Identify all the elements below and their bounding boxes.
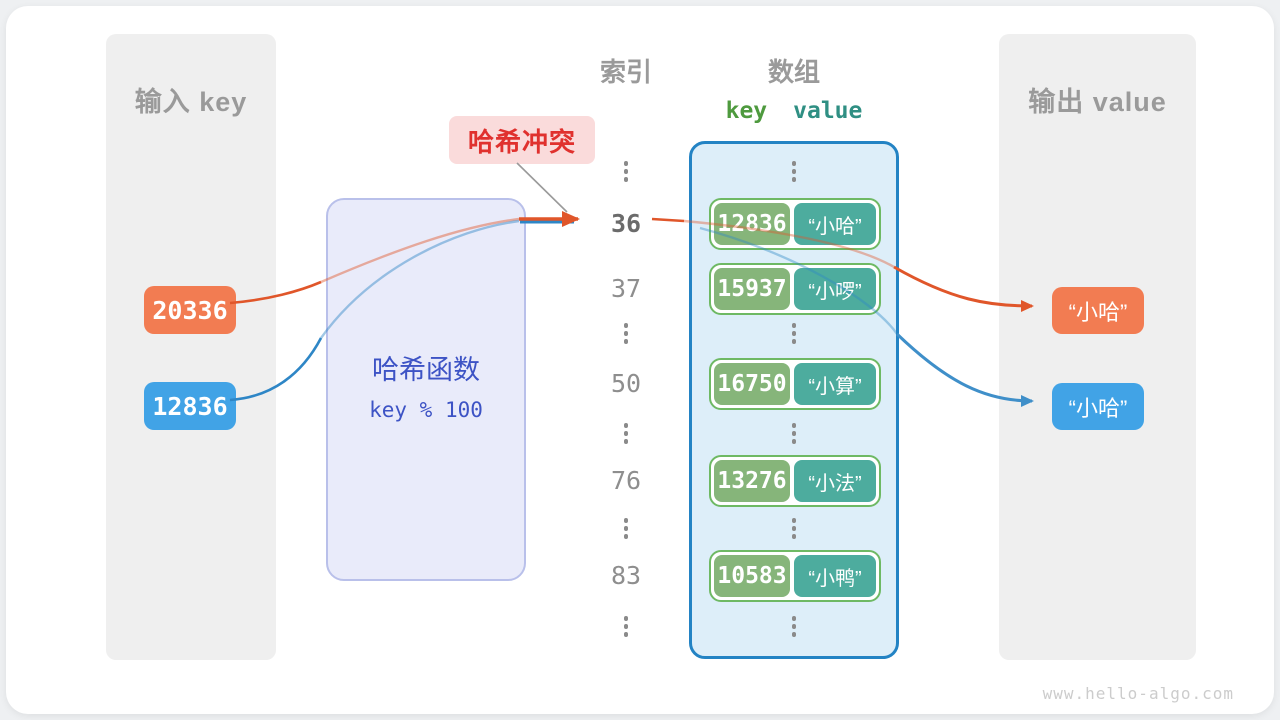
hash-collision-label: 哈希冲突	[449, 116, 595, 164]
array-row-83: 10583 “小鸭”	[709, 550, 881, 602]
input-panel-title: 输入 key	[134, 87, 248, 117]
array-ellipsis	[791, 161, 797, 182]
output-panel-title: 输出 value	[1028, 87, 1167, 117]
index-76: 76	[610, 466, 642, 495]
index-ellipsis	[623, 518, 629, 539]
array-value-cell: “小算”	[794, 363, 876, 405]
array-value-cell: “小啰”	[794, 268, 876, 310]
array-row-50: 16750 “小算”	[709, 358, 881, 410]
array-value-cell: “小哈”	[794, 203, 876, 245]
index-ellipsis	[623, 423, 629, 444]
key-header-label: key	[725, 98, 768, 124]
array-value-cell: “小法”	[794, 460, 876, 502]
index-83: 83	[610, 561, 642, 590]
watermark: www.hello-algo.com	[1042, 684, 1234, 703]
array-row-76: 13276 “小法”	[709, 455, 881, 507]
value-header-label: value	[793, 98, 863, 124]
index-column-header: 索引	[599, 57, 652, 87]
output-value-panel: 输出 value	[999, 34, 1196, 660]
array-key-cell: 12836	[714, 203, 790, 245]
hash-function-title: 哈希函数	[372, 355, 480, 385]
array-column-header: 数组	[767, 57, 820, 87]
array-ellipsis	[791, 518, 797, 539]
array-key-cell: 15937	[714, 268, 790, 310]
input-key-panel: 输入 key	[106, 34, 276, 660]
array-ellipsis	[791, 616, 797, 637]
output-value-orange: “小哈”	[1052, 287, 1144, 334]
array-key-cell: 16750	[714, 363, 790, 405]
array-row-37: 15937 “小啰”	[709, 263, 881, 315]
index-ellipsis	[623, 616, 629, 637]
output-value-blue: “小哈”	[1052, 383, 1144, 430]
key-value-header: key value	[689, 98, 899, 124]
array-key-cell: 10583	[714, 555, 790, 597]
index-ellipsis	[623, 323, 629, 344]
hash-function-formula: key % 100	[369, 398, 483, 422]
hash-function-box: 哈希函数 key % 100	[326, 198, 526, 581]
index-ellipsis	[623, 161, 629, 182]
index-36: 36	[610, 209, 642, 238]
index-37: 37	[610, 274, 642, 303]
index-50: 50	[610, 369, 642, 398]
array-key-cell: 13276	[714, 460, 790, 502]
input-key-12836: 12836	[144, 382, 236, 430]
array-ellipsis	[791, 323, 797, 344]
input-key-20336: 20336	[144, 286, 236, 334]
array-row-36: 12836 “小哈”	[709, 198, 881, 250]
array-value-cell: “小鸭”	[794, 555, 876, 597]
diagram-card: 输入 key 20336 12836 哈希函数 key % 100 哈希冲突 索…	[6, 6, 1274, 714]
array-ellipsis	[791, 423, 797, 444]
